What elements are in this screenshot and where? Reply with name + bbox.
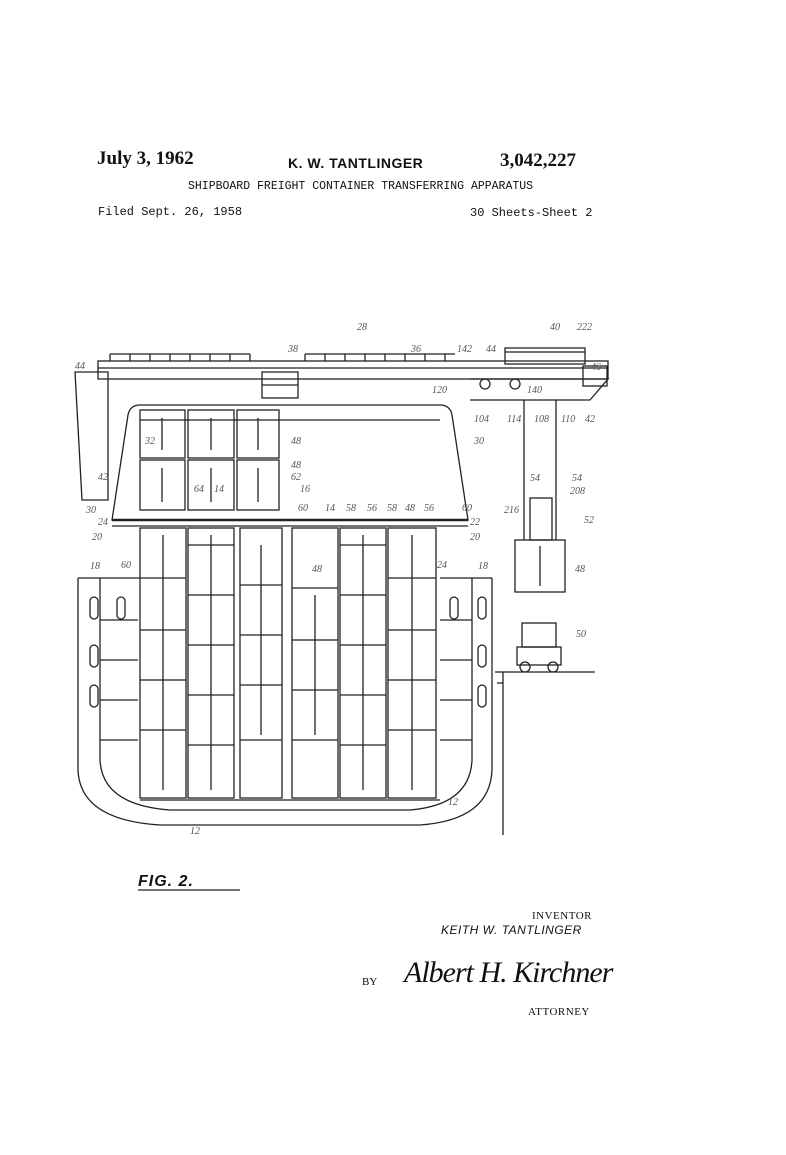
ref-20-right: 20 xyxy=(470,532,480,543)
ref-14-center: 14 xyxy=(325,503,335,514)
ref-24-right: 24 xyxy=(437,560,447,571)
deck-containers xyxy=(139,409,280,511)
ref-36: 36 xyxy=(411,344,421,355)
attorney-label: ATTORNEY xyxy=(528,1006,590,1018)
ref-14-left: 14 xyxy=(214,484,224,495)
ref-32-left: 32 xyxy=(145,436,155,447)
attorney-signature: Albert H. Kirchner xyxy=(404,956,613,989)
portal-legs xyxy=(74,371,469,521)
ref-18-left: 18 xyxy=(90,561,100,572)
crane-gantry xyxy=(97,347,610,401)
ref-120: 120 xyxy=(432,385,447,396)
ref-114: 114 xyxy=(507,414,522,425)
ref-60-center: 60 xyxy=(298,503,308,514)
ref-38: 38 xyxy=(288,344,298,355)
ref-60-left: 60 xyxy=(121,560,131,571)
ref-30-right: 30 xyxy=(474,436,484,447)
ref-64: 64 xyxy=(194,484,204,495)
inventor-name: KEITH W. TANTLINGER xyxy=(441,923,582,937)
ref-28: 28 xyxy=(357,322,367,333)
ref-12-bottom: 12 xyxy=(190,826,200,837)
ref-48-hold: 48 xyxy=(312,564,322,575)
ref-48-hoisted: 48 xyxy=(575,564,585,575)
ref-48-upper: 48 xyxy=(291,436,301,447)
ship-hull xyxy=(77,577,493,826)
ref-54-right: 54 xyxy=(572,473,582,484)
ref-16: 16 xyxy=(300,484,310,495)
ref-40: 40 xyxy=(550,322,560,333)
ref-208: 208 xyxy=(570,486,585,497)
ref-142: 142 xyxy=(457,344,472,355)
ref-12-right: 12 xyxy=(448,797,458,808)
by-label: BY xyxy=(362,976,378,988)
dock-and-truck xyxy=(495,622,595,835)
ref-108: 108 xyxy=(534,414,549,425)
ref-52: 52 xyxy=(584,515,594,526)
ref-222: 222 xyxy=(577,322,592,333)
patent-date: July 3, 1962 xyxy=(97,148,194,169)
hoist-assembly xyxy=(514,400,566,593)
ref-56-right: 56 xyxy=(424,503,434,514)
ref-20-left: 20 xyxy=(92,532,102,543)
ref-140: 140 xyxy=(527,385,542,396)
hold-containers xyxy=(139,527,437,799)
ref-216: 216 xyxy=(504,505,519,516)
ref-44-left: 44 xyxy=(75,361,85,372)
ref-58-left: 58 xyxy=(346,503,356,514)
ref-44-right: 44 xyxy=(486,344,496,355)
ref-30-left: 30 xyxy=(86,505,96,516)
ref-46: 46 xyxy=(591,362,601,373)
ref-110: 110 xyxy=(561,414,576,425)
ref-48-hold-top: 48 xyxy=(405,503,415,514)
ref-42-right: 42 xyxy=(585,414,595,425)
ref-22: 22 xyxy=(470,517,480,528)
ref-54-left: 54 xyxy=(530,473,540,484)
ref-18-right: 18 xyxy=(478,561,488,572)
ref-60-right: 60 xyxy=(462,503,472,514)
ref-42-left: 42 xyxy=(98,472,108,483)
ref-50: 50 xyxy=(576,629,586,640)
ref-58-right: 58 xyxy=(387,503,397,514)
ref-24-left: 24 xyxy=(98,517,108,528)
ref-48-mid: 48 xyxy=(291,460,301,471)
filed-date: Filed Sept. 26, 1958 xyxy=(98,205,243,219)
inventor-header: K. W. TANTLINGER xyxy=(288,155,424,171)
ref-56-left: 56 xyxy=(367,503,377,514)
patent-number: 3,042,227 xyxy=(500,150,576,171)
ref-104: 104 xyxy=(474,414,489,425)
sheet-count: 30 Sheets-Sheet 2 xyxy=(470,206,593,220)
figure-label: FIG. 2. xyxy=(138,873,194,890)
ref-62: 62 xyxy=(291,472,301,483)
patent-title: SHIPBOARD FREIGHT CONTAINER TRANSFERRING… xyxy=(188,180,534,193)
inventor-label: INVENTOR xyxy=(532,910,593,922)
